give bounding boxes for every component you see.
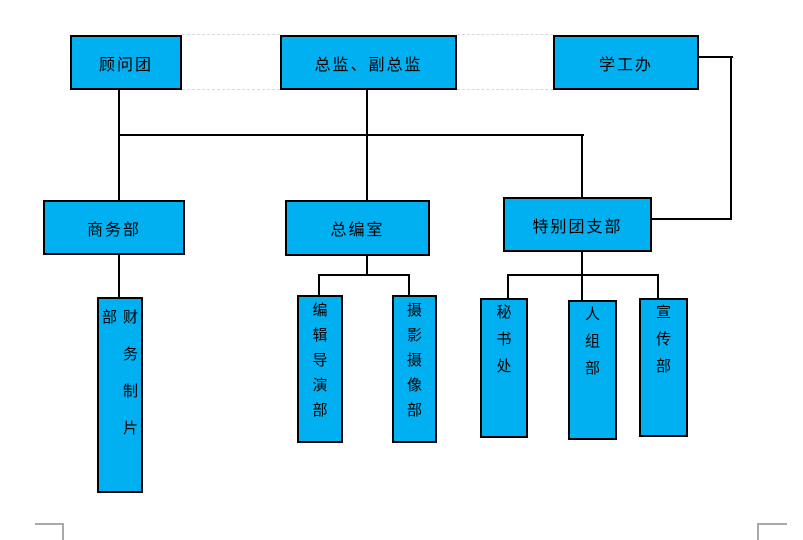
org-node-league-branch[interactable]: 特别团支部 bbox=[503, 197, 652, 252]
table-gridline bbox=[182, 89, 280, 90]
connector-photo-drop bbox=[408, 274, 410, 295]
connector-studentoffice-arm bbox=[699, 56, 733, 58]
connector-chiefeditor-stub bbox=[366, 256, 368, 276]
table-gridline bbox=[457, 34, 553, 35]
connector-advisors-drop bbox=[118, 90, 120, 200]
connector-secretariat-drop bbox=[507, 274, 509, 298]
connector-league-drop bbox=[581, 134, 583, 198]
connector-business-drop bbox=[118, 255, 120, 297]
org-node-secretariat-label: 秘书处 bbox=[494, 304, 513, 385]
org-node-business[interactable]: 商务部 bbox=[43, 200, 185, 255]
connector-directors-drop bbox=[366, 90, 368, 200]
margin-mark-bottom-right bbox=[757, 523, 759, 540]
org-node-finance-production-label: 财务制片部 bbox=[100, 309, 139, 457]
org-node-edit-directing[interactable]: 编辑导演部 bbox=[297, 295, 343, 443]
margin-mark-bottom-left bbox=[35, 523, 64, 525]
org-node-advisors-label: 顾问团 bbox=[98, 54, 153, 74]
org-node-league-branch-label: 特别团支部 bbox=[532, 216, 623, 236]
margin-mark-bottom-left bbox=[62, 523, 64, 540]
org-node-business-label: 商务部 bbox=[86, 219, 141, 239]
org-node-directors-label: 总监、副总监 bbox=[314, 54, 423, 74]
org-node-advisors[interactable]: 顾问团 bbox=[70, 35, 182, 90]
org-node-chief-editor[interactable]: 总编室 bbox=[285, 200, 430, 256]
org-node-edit-directing-label: 编辑导演部 bbox=[310, 302, 329, 427]
org-node-personnel[interactable]: 人组部 bbox=[568, 300, 617, 440]
org-node-photo-video[interactable]: 摄影摄像部 bbox=[392, 295, 437, 443]
org-node-student-office[interactable]: 学工办 bbox=[553, 35, 699, 90]
org-node-publicity-label: 宣传部 bbox=[654, 304, 672, 385]
connector-edit-drop bbox=[318, 274, 320, 295]
margin-mark-bottom-right bbox=[757, 523, 787, 525]
org-node-student-office-label: 学工办 bbox=[598, 54, 653, 74]
connector-chiefeditor-rail bbox=[318, 274, 410, 276]
connector-into-league-right bbox=[652, 218, 732, 220]
connector-right-vertical bbox=[730, 56, 732, 220]
connector-league-stub bbox=[581, 252, 583, 276]
connector-publicity-drop bbox=[657, 274, 659, 298]
connector-league-rail bbox=[507, 274, 659, 276]
connector-personnel-drop bbox=[581, 274, 583, 300]
org-node-secretariat[interactable]: 秘书处 bbox=[480, 298, 528, 438]
org-node-publicity[interactable]: 宣传部 bbox=[639, 298, 688, 437]
table-gridline bbox=[182, 34, 280, 35]
org-node-directors[interactable]: 总监、副总监 bbox=[280, 35, 457, 90]
org-node-chief-editor-label: 总编室 bbox=[330, 220, 385, 239]
table-gridline bbox=[457, 89, 553, 90]
org-node-photo-video-label: 摄影摄像部 bbox=[405, 302, 423, 427]
org-node-personnel-label: 人组部 bbox=[583, 306, 601, 387]
connector-main-rail bbox=[118, 134, 584, 136]
org-node-finance-production[interactable]: 财务制片部 bbox=[97, 297, 143, 493]
